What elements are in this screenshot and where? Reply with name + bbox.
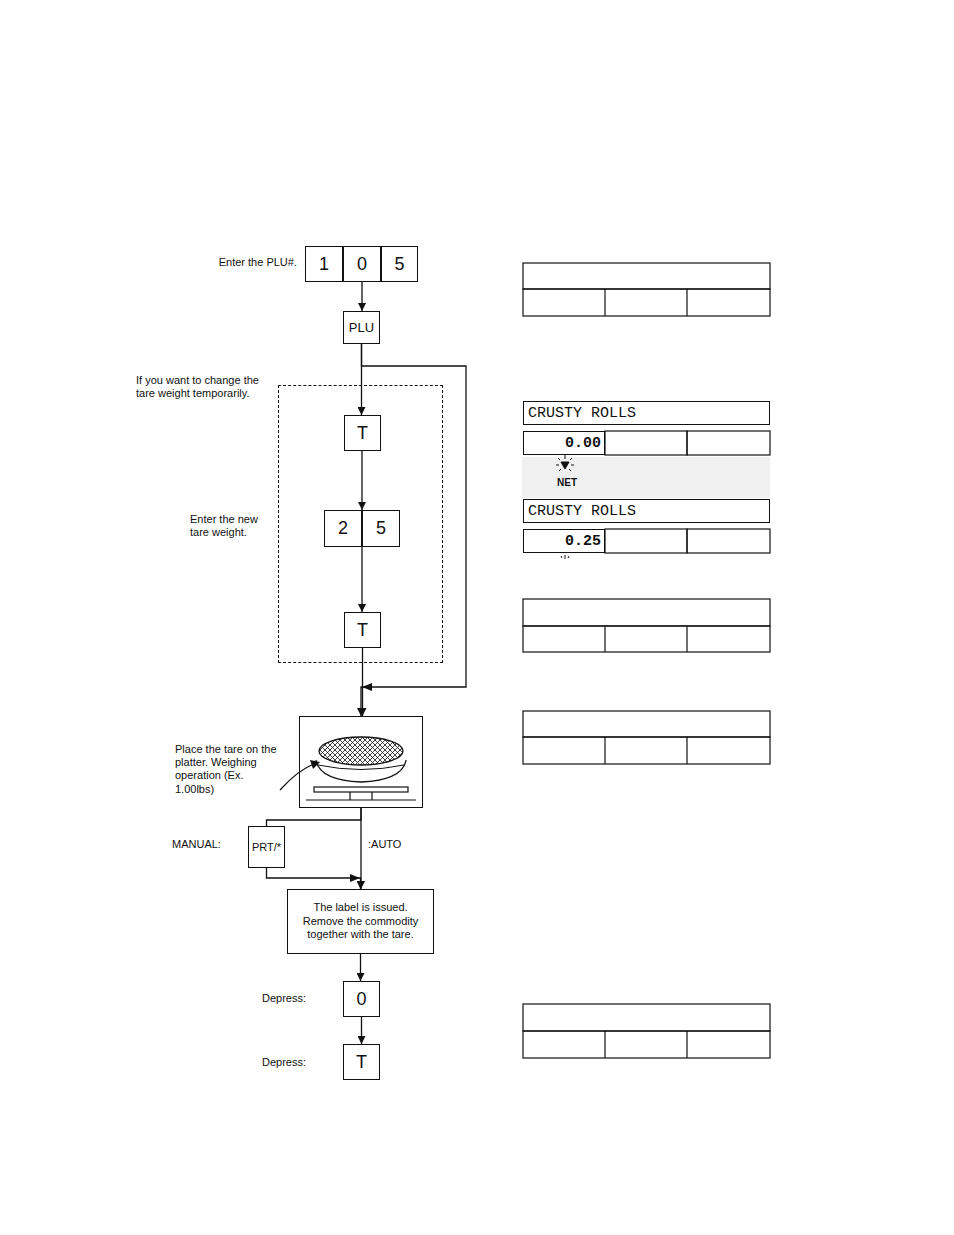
display-cell: 0.00	[523, 431, 605, 455]
step-note: Depress:	[262, 992, 322, 1005]
display-line: CRUSTY ROLLS	[523, 401, 770, 425]
step-note: :AUTO	[368, 838, 428, 851]
key-box: 1	[305, 246, 343, 282]
function-key: PLU	[343, 311, 380, 344]
node-text: PRT/*	[252, 841, 281, 853]
flow-arrow	[362, 648, 363, 716]
key-box: T	[344, 415, 381, 451]
empty-displays	[523, 263, 770, 1058]
step-note: Enter the new tare weight.	[190, 513, 270, 539]
node-text: 0	[357, 254, 367, 275]
display-cell: 0.25	[523, 529, 605, 553]
step-note: Depress:	[262, 1056, 322, 1069]
key-box: 5	[381, 246, 418, 282]
flow-arrow	[361, 282, 362, 311]
node-text: 5	[394, 254, 404, 275]
node-text: 1	[319, 254, 329, 275]
key-box: 2	[324, 510, 362, 547]
step-note: MANUAL:	[172, 838, 242, 851]
node-text: If you want to change the tare weight te…	[136, 374, 272, 400]
process-box: The label is issued. Remove the commodit…	[287, 889, 434, 954]
key-box: T	[344, 612, 381, 648]
node-text: T	[357, 620, 368, 641]
optional-region: If you want to change the tare weight te…	[278, 385, 443, 663]
display-ground	[522, 457, 770, 498]
node-text: 0.25	[565, 533, 601, 550]
key-box: 0	[343, 981, 380, 1017]
key-box: 0	[343, 246, 381, 282]
node-text: 0	[356, 989, 366, 1010]
display-line: CRUSTY ROLLS	[523, 499, 770, 523]
node-text: Place the tare on the platter. Weighing …	[175, 743, 278, 796]
node-text: 5	[376, 518, 386, 539]
flow-arrow	[361, 451, 362, 510]
node-text: PLU	[349, 320, 374, 335]
node-text: CRUSTY ROLLS	[528, 503, 636, 520]
scale-box: Place the tare on the platter. Weighing …	[299, 716, 423, 808]
node-text: T	[356, 1052, 367, 1073]
node-text: The label is issued. Remove the commodit…	[292, 901, 429, 942]
node-text: CRUSTY ROLLS	[528, 405, 636, 422]
node-text: 2	[338, 518, 348, 539]
node-text: T	[357, 423, 368, 444]
flow-arrow	[267, 868, 361, 889]
flow-arrow	[361, 1017, 362, 1044]
key-box: 5	[362, 510, 400, 547]
node-text: 0.00	[565, 435, 601, 452]
step-note: Enter the PLU#.	[180, 256, 297, 269]
key-box: T	[343, 1044, 380, 1080]
scale-illustration	[280, 737, 416, 800]
flow-arrow	[361, 344, 466, 716]
flow-arrow	[267, 808, 362, 826]
function-key: PRT/*	[248, 826, 285, 868]
flow-arrow	[360, 954, 361, 981]
indicator-label: NET	[552, 477, 582, 489]
flow-arrow	[361, 547, 362, 612]
